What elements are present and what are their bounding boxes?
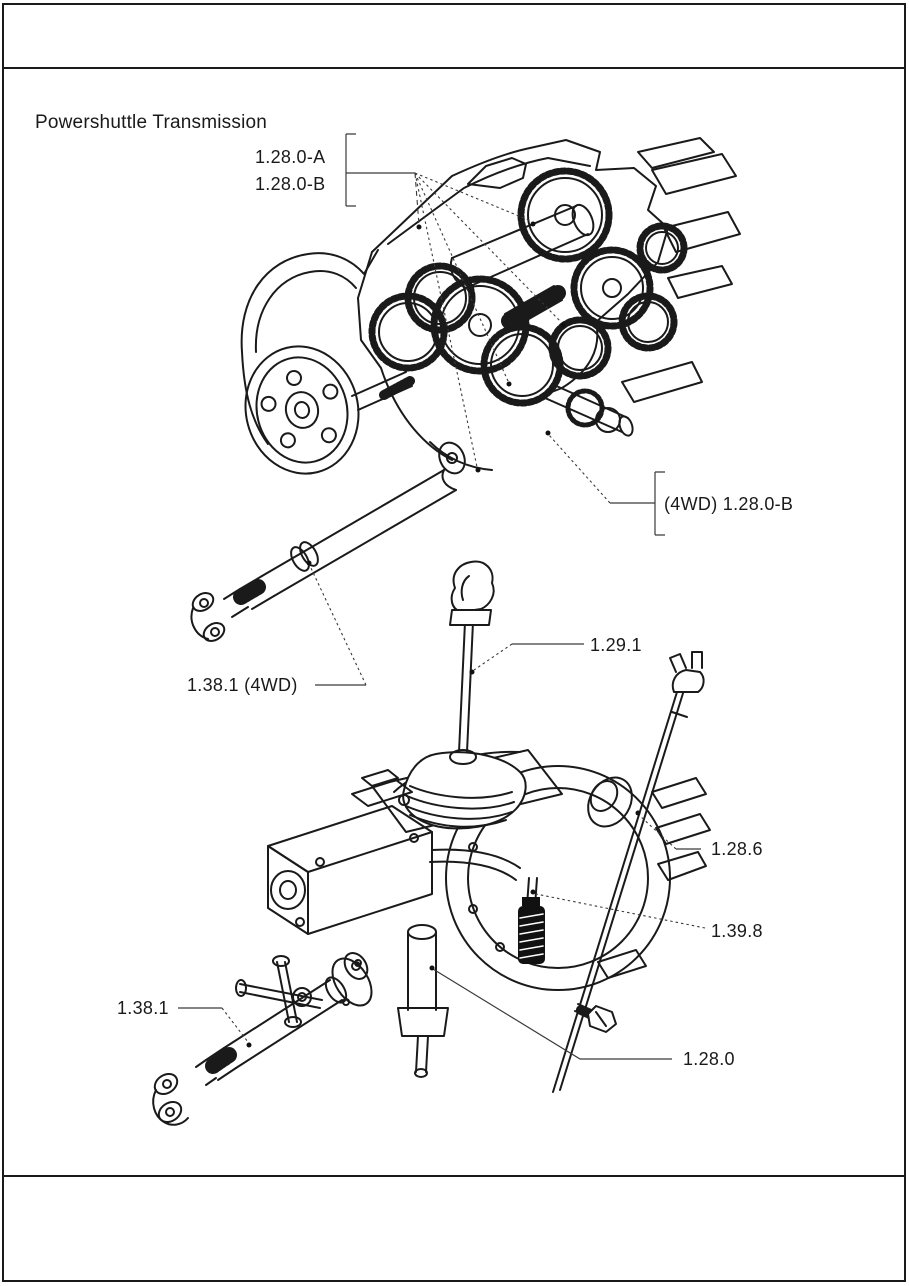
- driveshaft: [152, 957, 373, 1126]
- shift-lever: [449, 560, 495, 753]
- leader-lines: [178, 133, 706, 1060]
- header-rule: [2, 67, 906, 69]
- callout-solenoid: 1.39.8: [711, 921, 763, 941]
- callout-driveshaft: 1.38.1: [117, 998, 169, 1018]
- callout-gearbox-b: 1.28.0-B: [255, 174, 326, 194]
- bolt: [574, 1003, 617, 1033]
- footer-rule: [2, 1175, 906, 1177]
- page-title: Powershuttle Transmission: [35, 112, 268, 133]
- callout-dots: [246, 221, 641, 1048]
- mounting-brackets: [621, 137, 741, 403]
- bell-housing: [445, 765, 711, 991]
- clutch-housing: [240, 249, 379, 445]
- linkage-handle: [235, 955, 323, 1028]
- gear-cluster: [368, 167, 688, 407]
- callout-gear-lever: 1.29.1: [590, 635, 642, 655]
- hydraulic-block: [267, 769, 521, 935]
- callout-driveshaft-4wd: 1.38.1 (4WD): [187, 675, 298, 695]
- flywheel: [244, 345, 360, 475]
- transmission-assembly-illustration: [152, 560, 711, 1126]
- solenoid: [518, 877, 545, 964]
- callout-transmission: 1.28.0: [683, 1049, 735, 1069]
- 4wd-output-shaft: [544, 383, 634, 437]
- u-joint: [438, 441, 466, 475]
- control-rod: [552, 651, 705, 1093]
- gearbox-housing: [357, 139, 669, 471]
- callout-gearbox-a: 1.28.0-A: [255, 147, 326, 167]
- bracket-output-4wd: [610, 471, 665, 536]
- driveshaft-4wd: [190, 469, 457, 642]
- powershuttle-gearbox-illustration: [190, 137, 741, 642]
- shift-boot: [402, 749, 527, 830]
- pump-stack: [397, 924, 449, 1078]
- input-shaft: [351, 371, 415, 411]
- callout-output-4wd: (4WD) 1.28.0-B: [664, 494, 794, 514]
- bracket-gearbox-ab: [345, 133, 415, 207]
- callout-control-rod: 1.28.6: [711, 839, 763, 859]
